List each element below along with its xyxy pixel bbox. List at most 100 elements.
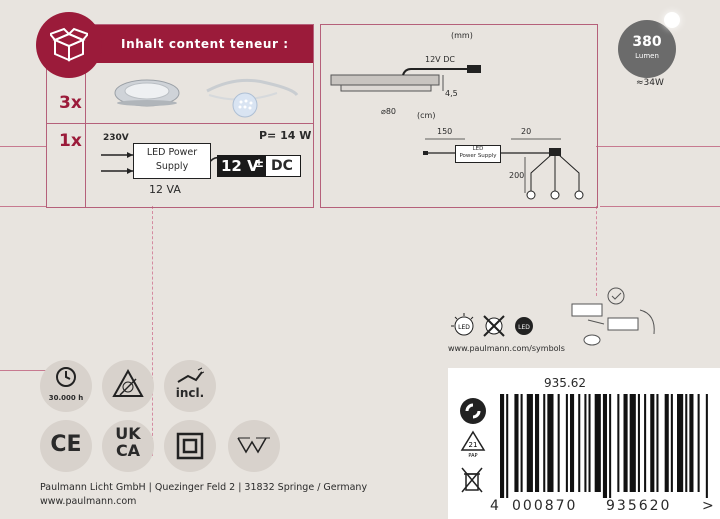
ce-badge: CE [40,420,92,472]
ukca-badge: UK CA [102,420,154,472]
barcode-bar [697,394,700,492]
svg-text:LED: LED [458,324,470,331]
cut-line [0,146,46,147]
double-insulation-icon [176,432,204,460]
barcode-bar [506,394,509,498]
barcode-bar [664,394,669,492]
waste-bin-icon [461,467,483,493]
company-address: Paulmann Licht GmbH | Quezinger Feld 2 |… [40,482,368,493]
barcode-bar [594,394,601,492]
ean-left-group: 000870 [512,498,578,514]
power-rating: P= 14 W [259,129,312,142]
quantity-psu: 1x [59,131,82,151]
psu-small-line1: LED [472,146,484,152]
lumen-value: 380 [632,34,662,50]
input-voltage: 230V [103,133,129,143]
cut-line [600,206,720,207]
output-voltage: 12 V [221,157,259,175]
psu-label-line1: LED Power [146,147,198,158]
ukca-line1: UK [115,424,141,443]
recycle-material: PAP [468,453,477,458]
no-dimming-icon [112,368,144,397]
barcode-bar [670,394,673,492]
contents-heading: Inhalt content teneur : [121,37,289,51]
barcode-bar [578,394,581,492]
plug-badge: incl. [164,360,216,412]
downlight-image [114,79,180,107]
furniture-mark-badge [228,420,280,472]
psu-box: LED Power Supply [133,143,211,179]
ce-mark: CE [50,432,82,457]
barcode-bar [705,394,708,498]
barcode-bar [685,394,688,492]
barcode-bar [534,394,540,492]
dimensions-panel: (mm) 12V DC 4,5 ⌀80 (cm) 150 20 200 LED … [320,24,598,208]
barcode-bar [650,394,655,492]
lumen-unit: Lumen [635,52,659,60]
plug-included: incl. [175,386,205,400]
psu-label-line2: Supply [155,161,189,172]
barcode-bar [623,394,628,492]
divider [85,63,86,207]
ean-end-mark: > [702,498,714,514]
green-dot-icon [460,398,486,424]
light-glow-icon [664,12,680,28]
barcode-bar [500,394,505,498]
furniture-mark-icon [237,437,270,454]
divider [47,123,313,124]
barcode-bar [656,394,659,492]
plug-icon [177,367,204,383]
cut-line [596,206,597,296]
barcode-bar [569,394,575,492]
length-150: 150 [437,127,453,136]
barcode-bar [514,394,519,492]
symbols-url[interactable]: www.paulmann.com/symbols [448,344,565,353]
barcode-bar [689,394,694,492]
cut-line [152,206,153,456]
barcode-area [448,368,720,519]
length-200: 200 [509,171,525,180]
cut-line [0,370,52,371]
svg-text:LED: LED [518,324,530,331]
output-type-badge: DC [265,155,301,177]
unit-mm: (mm) [451,31,473,40]
diameter-value: ⌀80 [381,107,396,116]
ukca-line2: CA [115,441,141,460]
driver-installation-icon [571,287,655,346]
quantity-lights: 3x [59,93,82,113]
article-number: 935.62 [544,376,586,390]
cut-line [596,146,720,147]
cut-line [0,206,46,207]
barcode-bar [637,394,640,492]
lifetime-value: 30.000 h [48,394,84,402]
lifetime-badge: 30.000 h [40,360,92,412]
box-icon [50,27,88,62]
output-voltage-badge: 12 V ± [217,155,265,177]
package-icon-badge [36,12,102,78]
output-symbol: ± [254,156,265,170]
barcode-bar [565,394,568,492]
barcode-bar [520,394,523,492]
barcode-bar [602,394,608,498]
barcode-bar [617,394,620,492]
psu-rating: 12 VA [149,183,181,196]
ean-barcode [500,394,708,498]
lumen-equivalent: ≈34W [636,78,664,88]
side-view-drawing [330,65,481,92]
led-symbols: LED LED [451,313,533,337]
cable-driver-image [206,78,299,118]
lumen-badge: 380 Lumen [618,20,676,78]
cable-label: 12V DC [425,55,455,64]
barcode-bar [584,394,587,492]
barcode-bar [609,394,612,498]
barcode-bar [547,394,554,492]
dimmable-badge [102,360,154,412]
barcode-bar [588,394,591,492]
company-website[interactable]: www.paulmann.com [40,496,137,507]
barcode-bar [526,394,533,492]
wiring-diagram [423,138,584,200]
ean-first-digit: 4 [490,498,499,514]
class-ii-badge [164,420,216,472]
barcode-bar [629,394,636,492]
psu-small-line2: Power Supply [459,153,497,159]
